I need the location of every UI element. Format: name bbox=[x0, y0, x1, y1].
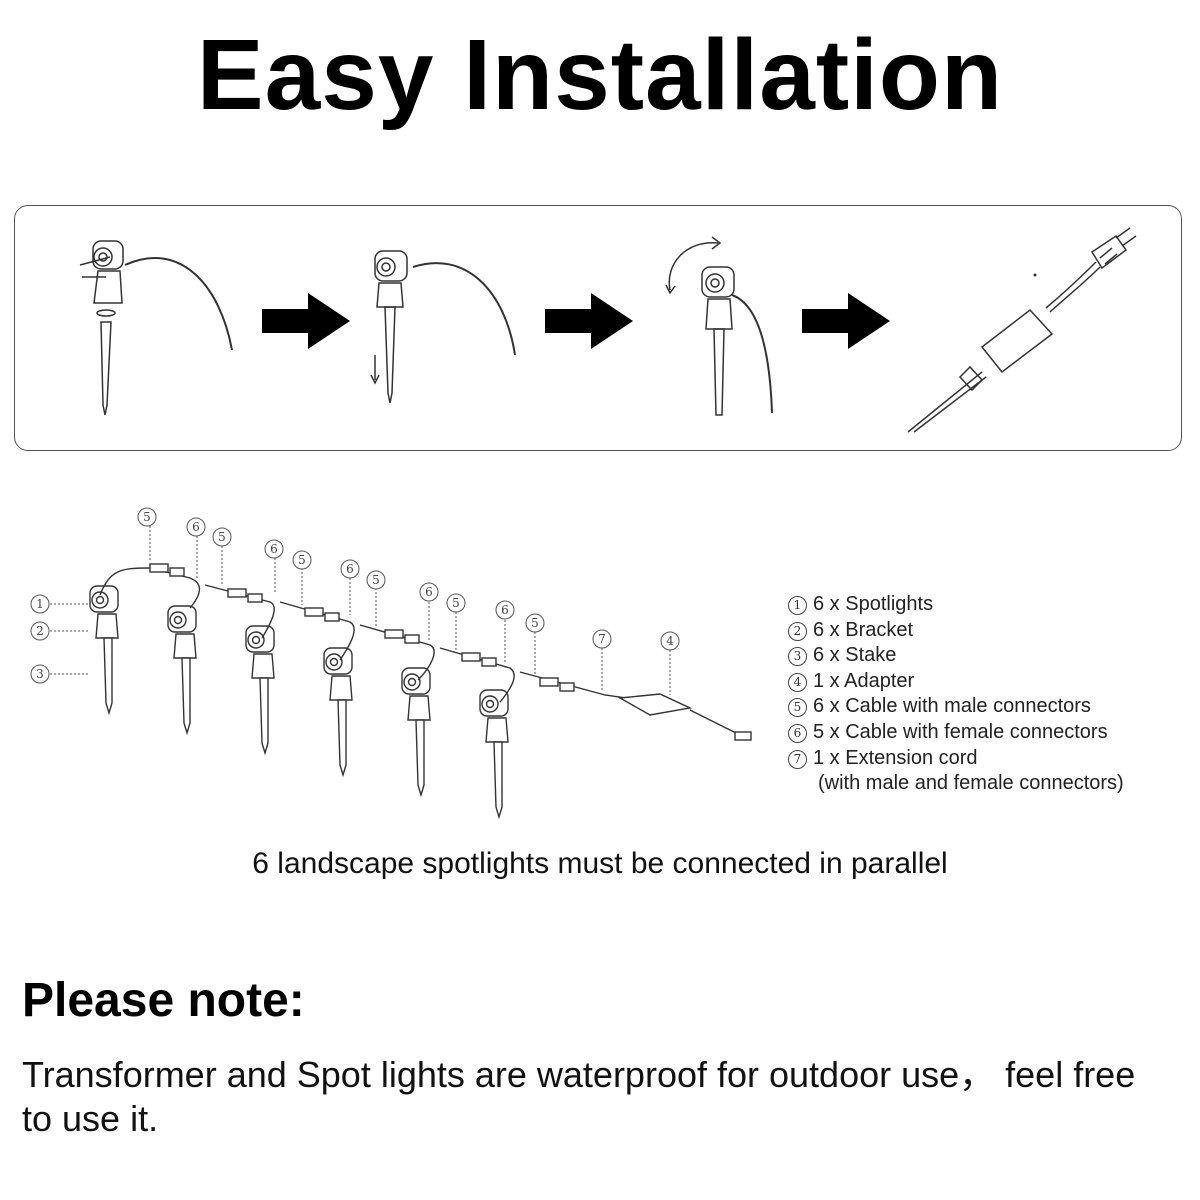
callout-number: 3 bbox=[36, 667, 44, 681]
callout-male-cable: 5 bbox=[366, 570, 386, 590]
callout-male-cable: 5 bbox=[137, 507, 157, 527]
spotlight-unit bbox=[323, 647, 353, 778]
legend-text: x Cable with female connectors bbox=[824, 720, 1108, 743]
callout-male-cable: 5 bbox=[212, 527, 232, 547]
callout-female-cable: 6 bbox=[340, 559, 360, 579]
spotlight-unit bbox=[401, 667, 431, 798]
legend-text: x Extension cord bbox=[824, 746, 978, 769]
legend-text: x Bracket bbox=[824, 618, 914, 641]
callout-number: 6 bbox=[346, 562, 354, 576]
callout-number: 4 bbox=[666, 634, 674, 648]
spotlight-unit bbox=[245, 625, 275, 756]
callout-stake: 3 bbox=[30, 664, 50, 684]
legend-number: 1 bbox=[788, 596, 807, 615]
parallel-caption: 6 landscape spotlights must be connected… bbox=[252, 847, 948, 880]
callout-adapter: 4 bbox=[660, 631, 680, 651]
legend-number: 6 bbox=[788, 723, 807, 743]
step-4-adapter-illustration bbox=[907, 227, 1137, 433]
callout-number: 5 bbox=[143, 510, 151, 524]
callout-extension: 7 bbox=[592, 629, 612, 649]
legend-number: 5 bbox=[788, 698, 807, 718]
callout-number: 5 bbox=[218, 530, 226, 544]
spotlight-unit bbox=[89, 585, 119, 716]
arrow-right-icon bbox=[262, 293, 350, 349]
callout-number: 1 bbox=[36, 597, 44, 611]
legend-text: x Spotlights bbox=[824, 593, 934, 615]
arrow-right-icon bbox=[802, 293, 890, 349]
callout-spotlight: 1 bbox=[30, 594, 50, 614]
callout-bracket: 2 bbox=[30, 621, 50, 641]
spotlight-unit bbox=[167, 605, 197, 736]
callout-female-cable: 6 bbox=[495, 600, 515, 620]
callout-male-cable: 5 bbox=[292, 550, 312, 570]
legend-quantity: 6 bbox=[813, 593, 825, 615]
legend-quantity: 6 bbox=[813, 695, 825, 718]
callout-number: 5 bbox=[372, 573, 380, 587]
callout-number: 5 bbox=[298, 553, 306, 567]
step-3-illustration bbox=[665, 236, 773, 416]
parallel-connection-diagram: 5 6 5 6 5 6 5 6 5 6 5 7 4 1 2 3 bbox=[30, 507, 752, 820]
legend-quantity: 1 bbox=[813, 669, 825, 692]
callout-number: 5 bbox=[531, 616, 539, 630]
step-2-illustration bbox=[370, 250, 516, 404]
callout-female-cable: 6 bbox=[186, 517, 206, 537]
callout-number: 7 bbox=[598, 632, 606, 646]
installation-steps-panel bbox=[14, 205, 1182, 451]
spotlight-unit bbox=[479, 689, 509, 820]
callout-male-cable: 5 bbox=[525, 613, 545, 633]
legend-quantity: 6 bbox=[813, 644, 825, 667]
legend-number: 3 bbox=[788, 647, 807, 667]
callout-number: 6 bbox=[425, 585, 433, 599]
callout-number: 5 bbox=[452, 596, 460, 610]
callout-female-cable: 6 bbox=[264, 539, 284, 559]
callout-female-cable: 6 bbox=[419, 582, 439, 602]
note-heading: Please note: bbox=[22, 974, 305, 1027]
callout-number: 2 bbox=[36, 624, 44, 638]
arrow-right-icon bbox=[545, 293, 633, 349]
callout-number: 6 bbox=[270, 542, 278, 556]
legend-quantity: 6 bbox=[813, 618, 825, 641]
step-1-illustration bbox=[79, 240, 233, 416]
legend-subnote: (with male and female connectors) bbox=[818, 772, 1124, 795]
legend-quantity: 5 bbox=[813, 720, 825, 743]
legend-number: 2 bbox=[788, 621, 807, 641]
legend-number: 7 bbox=[788, 749, 807, 769]
legend-text: x Cable with male connectors bbox=[824, 695, 1091, 718]
callout-number: 6 bbox=[501, 603, 509, 617]
callout-male-cable: 5 bbox=[446, 593, 466, 613]
note-body: Transformer and Spot lights are waterpro… bbox=[22, 1054, 1136, 1139]
callout-number: 6 bbox=[192, 520, 200, 534]
legend-quantity: 1 bbox=[813, 746, 825, 769]
legend-text: x Stake bbox=[824, 644, 897, 667]
legend-text: x Adapter bbox=[824, 669, 915, 692]
legend-number: 4 bbox=[788, 672, 807, 692]
page-title: Easy Installation bbox=[196, 19, 1004, 131]
